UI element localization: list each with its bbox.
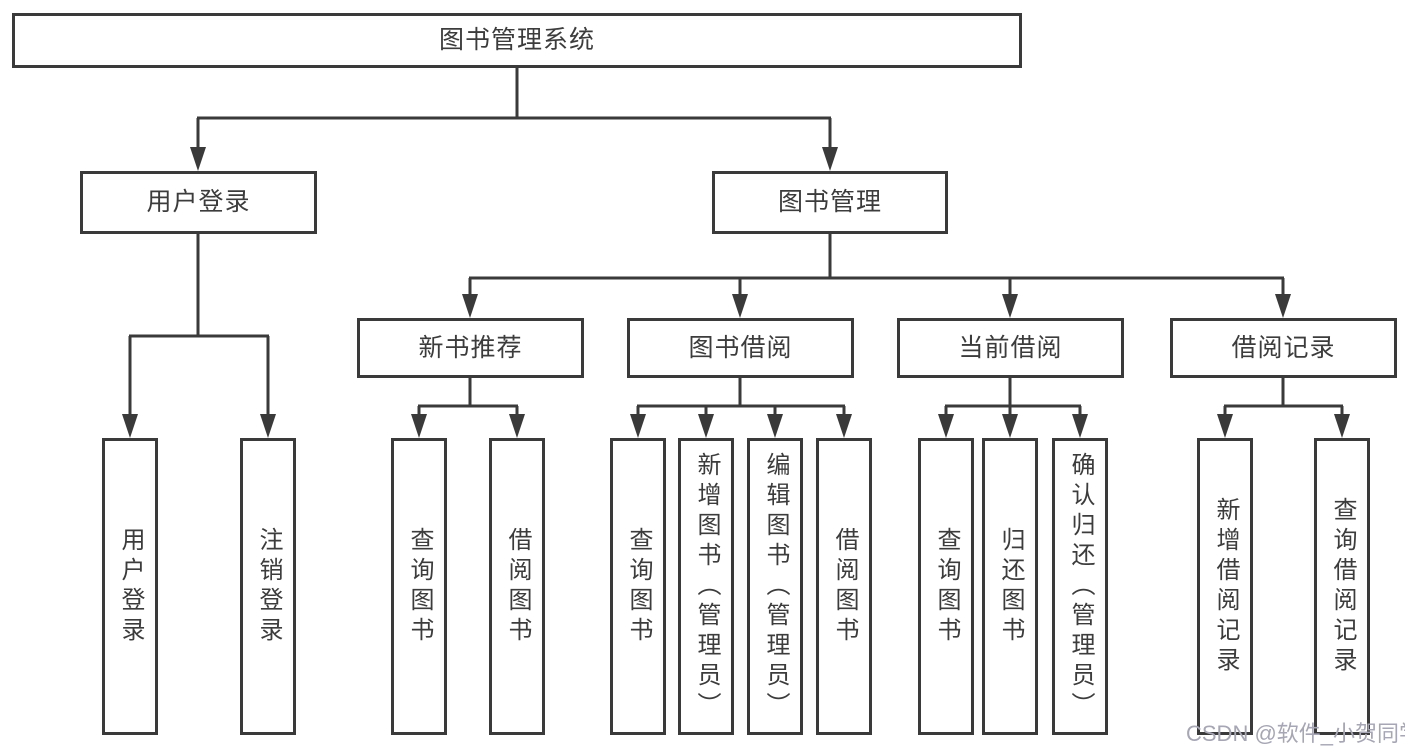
leaf-return-books: 归还图书 [982,438,1038,735]
leaf-query-books-recommendation: 查询图书 [391,438,447,735]
node-current-borrowing: 当前借阅 [897,318,1124,378]
watermark: CSDN @软件_小贺同学 [1186,721,1405,746]
leaf-add-books-admin: 新增图书（管理员） [678,438,734,735]
node-book-borrowing: 图书借阅 [627,318,854,378]
leaf-borrow-books-borrowing: 借阅图书 [816,438,872,735]
leaf-query-books-borrowing: 查询图书 [610,438,666,735]
leaf-user-login: 用户登录 [102,438,158,735]
node-library-management-system: 图书管理系统 [12,13,1022,68]
leaf-logout: 注销登录 [240,438,296,735]
leaf-query-books-current: 查询图书 [918,438,974,735]
leaf-query-borrowing-record: 查询借阅记录 [1314,438,1370,735]
leaf-add-borrowing-record: 新增借阅记录 [1197,438,1253,735]
node-user-login: 用户登录 [80,171,317,234]
leaf-confirm-return-admin: 确认归还（管理员） [1052,438,1108,735]
node-book-management: 图书管理 [712,171,948,234]
leaf-borrow-books-recommendation: 借阅图书 [489,438,545,735]
leaf-edit-books-admin: 编辑图书（管理员） [747,438,803,735]
node-borrowing-records: 借阅记录 [1170,318,1397,378]
node-new-book-recommendation: 新书推荐 [357,318,584,378]
